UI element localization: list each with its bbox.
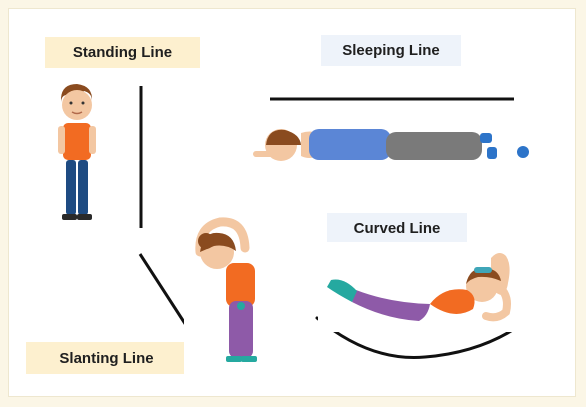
boy-lying-icon <box>250 124 542 164</box>
girl-superman-icon <box>318 242 538 332</box>
boy-standing-icon <box>53 82 102 227</box>
girl-side-bend-icon <box>184 203 267 376</box>
